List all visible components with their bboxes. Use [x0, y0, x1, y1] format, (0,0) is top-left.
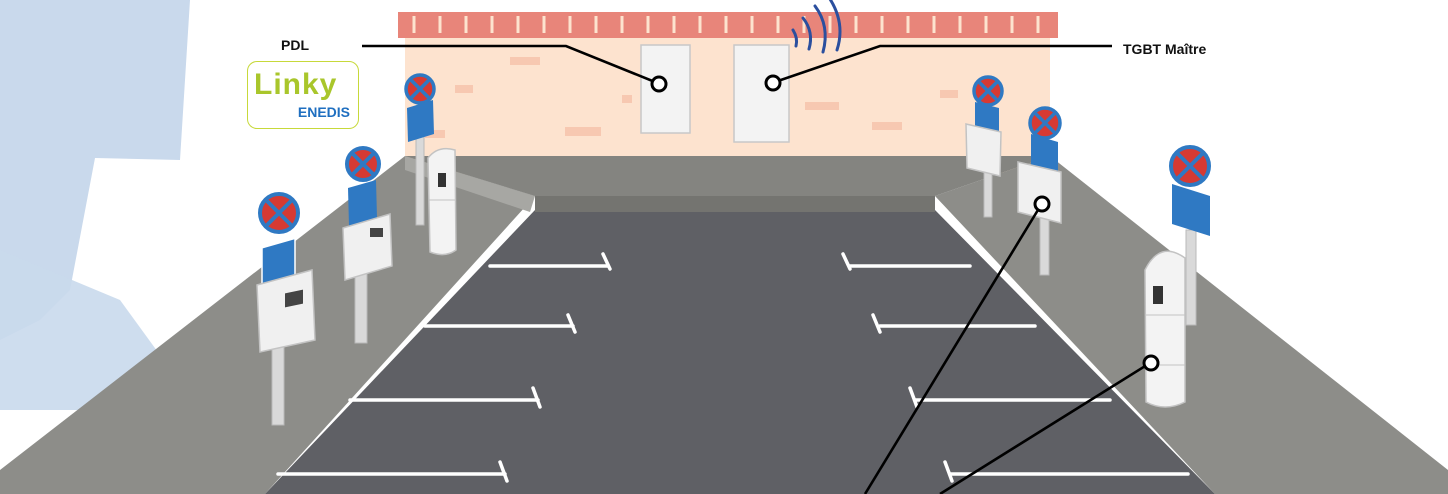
pdl-callout-line [362, 44, 656, 84]
parking-lines-left [276, 252, 612, 483]
pillar-charger-icon [427, 147, 457, 256]
tgbt-cabinet [733, 44, 790, 143]
left-charging-post-3 [404, 73, 436, 226]
wallbox-charger-icon [1017, 161, 1062, 224]
wall-bricks [425, 57, 958, 138]
ev-charging-sign-icon [1031, 134, 1058, 176]
right-charging-post-2 [1017, 106, 1062, 276]
wallbox-charger-icon [965, 123, 1002, 177]
charger-marker-1 [1033, 195, 1051, 213]
ev-charging-sign-icon [1172, 184, 1210, 236]
charger-callout-line-2 [939, 361, 1151, 494]
callout-markers [650, 74, 1160, 372]
tgbt-marker [764, 74, 782, 92]
background-shape [0, 0, 190, 340]
wallbox-charger-icon [256, 269, 316, 353]
left-pillar-charger [427, 147, 457, 256]
parking-asphalt [265, 210, 1215, 494]
back-curb [535, 196, 935, 212]
ev-charging-sign-icon [975, 102, 999, 133]
parking-lines-right [841, 252, 1190, 483]
ev-charging-sign-icon [348, 180, 377, 226]
tgbt-label: TGBT Maître [1123, 41, 1207, 57]
building-wall [405, 25, 1050, 175]
pillar-charger-icon [1144, 250, 1186, 408]
pdl-label: PDL [281, 37, 309, 53]
wifi-signal-icon [791, 0, 842, 54]
back-sidewalk [405, 156, 1050, 196]
right-charging-post-1 [965, 75, 1004, 218]
linky-logo-text: Linky [254, 68, 338, 101]
charger-callout-line-1 [863, 204, 1043, 494]
linky-logo: Linky ENEDIS [247, 61, 359, 129]
left-charging-post-2 [342, 146, 393, 344]
right-charging-post-3 [1169, 145, 1211, 326]
right-pillar-charger [1144, 250, 1186, 408]
callout-lines [362, 44, 1151, 494]
ev-charging-sign-icon [407, 100, 434, 142]
roof-tiles [412, 16, 1040, 33]
pdl-marker [650, 75, 668, 93]
left-charging-post-1 [256, 192, 316, 426]
charger-marker-2 [1142, 354, 1160, 372]
roof-edge [398, 12, 1058, 38]
enedis-logo-text: ENEDIS [297, 104, 350, 120]
tgbt-callout-line [771, 44, 1112, 85]
